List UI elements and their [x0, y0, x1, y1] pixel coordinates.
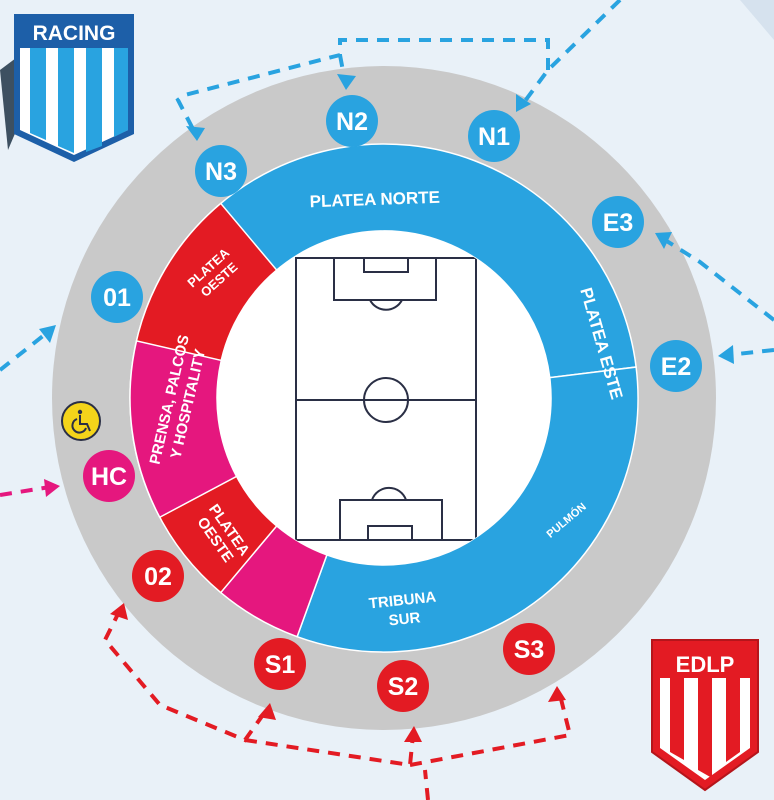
gate-label-s2: S2 — [388, 673, 419, 701]
wheelchair-icon — [71, 409, 91, 434]
route-south-entry-arrow — [423, 769, 430, 800]
route-east-e2-arrow — [727, 348, 774, 357]
arrowhead-s2 — [404, 726, 422, 742]
road-edge-right — [740, 0, 774, 40]
gate-o2[interactable]: 02 — [132, 550, 184, 602]
arrowhead-n3 — [186, 126, 205, 141]
gate-label-o2: 02 — [144, 563, 172, 591]
arrowhead-s1 — [258, 703, 276, 720]
edlp-crest: EDLP — [651, 639, 759, 792]
accessibility-marker — [61, 401, 101, 441]
sector-label-platea-norte: PLATEA NORTE — [309, 188, 440, 212]
route-arrowheads-red — [110, 603, 566, 742]
gate-label-s3: S3 — [514, 636, 545, 664]
arrowhead-e2 — [718, 345, 734, 364]
gate-n1[interactable]: N1 — [468, 110, 520, 162]
field-area — [217, 231, 551, 565]
route-south-s3-arrow — [409, 694, 573, 767]
gates: N2 N1 N3 E3 E2 01 — [61, 95, 702, 712]
gate-label-o1: 01 — [103, 284, 131, 312]
gate-label-n3: N3 — [205, 158, 237, 186]
racing-crest-name: RACING — [33, 22, 116, 45]
arrowhead-e3 — [655, 232, 672, 249]
pitch — [295, 257, 477, 541]
gate-hc[interactable]: HC — [83, 450, 135, 502]
arrowhead-n2 — [337, 74, 356, 90]
racing-crest: RACING — [14, 14, 134, 162]
gate-label-n1: N1 — [478, 123, 510, 151]
route-hc-arrow — [0, 485, 51, 497]
gate-s2[interactable]: S2 — [377, 660, 429, 712]
arrowhead-o2 — [110, 603, 128, 620]
route-west-o1-arrow — [0, 330, 50, 372]
arrowhead-o1 — [39, 325, 56, 343]
gate-n2[interactable]: N2 — [326, 95, 378, 147]
gate-label-e3: E3 — [603, 209, 634, 237]
route-arrowheads — [39, 74, 734, 364]
gate-o1[interactable]: 01 — [91, 271, 143, 323]
gate-label-e2: E2 — [661, 353, 692, 381]
gate-label-hc: HC — [91, 463, 127, 491]
gate-label-n2: N2 — [336, 108, 368, 136]
gate-n3[interactable]: N3 — [195, 145, 247, 197]
arrowhead-n1 — [516, 94, 531, 112]
gate-s3[interactable]: S3 — [503, 623, 555, 675]
gate-label-s1: S1 — [265, 651, 296, 679]
route-south-arrow — [102, 609, 267, 743]
edlp-crest-name: EDLP — [676, 652, 735, 677]
route-east-e3-arrow — [663, 238, 774, 322]
route-north-n1-arrow — [520, 0, 622, 107]
sector-label-tribuna-sur-1: TRIBUNA — [368, 589, 437, 613]
gate-e2[interactable]: E2 — [650, 340, 702, 392]
gate-s1[interactable]: S1 — [254, 638, 306, 690]
gate-e3[interactable]: E3 — [592, 196, 644, 248]
sector-label-tribuna-sur-2: SUR — [388, 609, 421, 629]
arrowhead-hc — [44, 479, 60, 497]
arrowhead-s3 — [548, 686, 566, 702]
